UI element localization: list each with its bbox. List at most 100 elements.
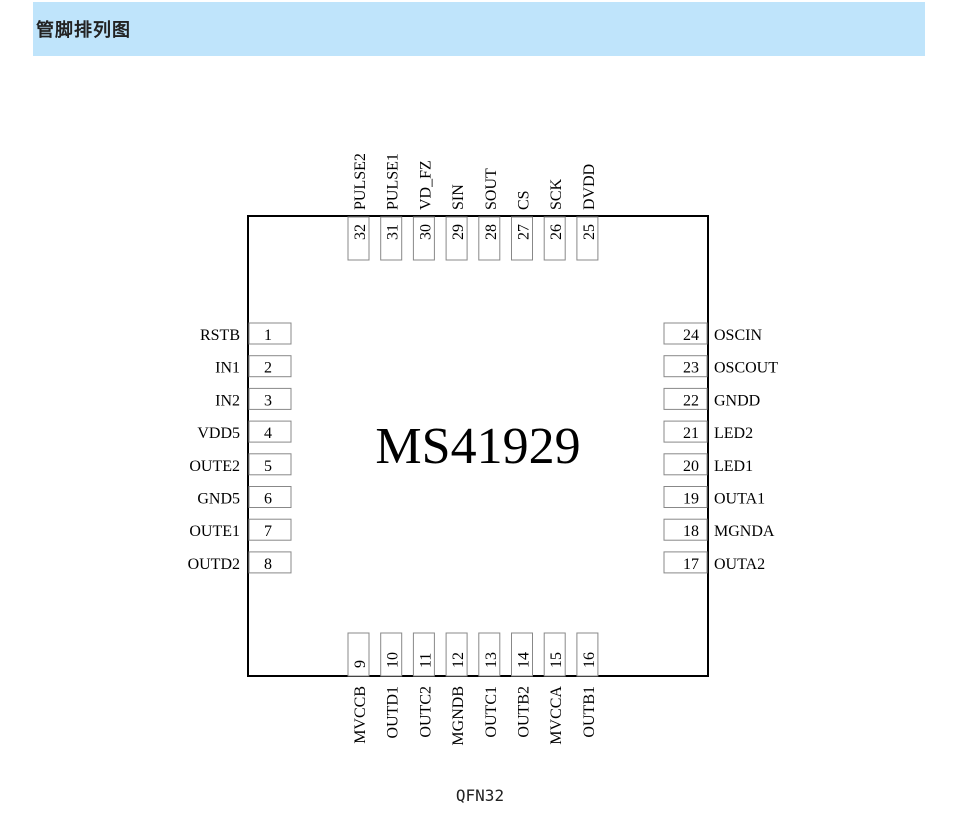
pin-14-label: OUTB2 xyxy=(516,686,533,738)
section-title: 管脚排列图 xyxy=(36,20,131,41)
pin-25-pad xyxy=(576,216,599,261)
pin-17-pad xyxy=(663,551,708,574)
pin-32-number: 32 xyxy=(352,224,369,240)
pin-4-pad xyxy=(248,420,292,443)
pin-2-number: 2 xyxy=(264,360,272,377)
pin-16-number: 16 xyxy=(581,652,598,668)
pin-12-label: MGNDB xyxy=(450,686,467,746)
pin-22-number: 22 xyxy=(683,392,699,409)
pin-19-pad xyxy=(663,486,708,508)
pin-30-number: 30 xyxy=(417,224,434,240)
pin-25-number: 25 xyxy=(581,224,598,240)
pin-26-label: SCK xyxy=(548,178,565,210)
pin-10-pad xyxy=(380,632,403,677)
pin-10-number: 10 xyxy=(385,652,402,668)
pin-6-pad xyxy=(248,486,292,508)
pin-12-pad xyxy=(445,632,468,677)
pin-11-pad xyxy=(412,632,435,677)
pin-20-pad xyxy=(663,453,708,476)
pin-1-label: RSTB xyxy=(200,327,240,344)
pin-24-pad xyxy=(663,322,708,345)
pin-16-pad xyxy=(576,632,599,677)
section-header: 管脚排列图 xyxy=(33,2,925,56)
pin-23-number: 23 xyxy=(683,360,699,377)
pin-17-label: OUTA2 xyxy=(714,556,765,573)
pin-13-number: 13 xyxy=(483,652,500,668)
pin-14-number: 14 xyxy=(516,652,533,668)
pin-8-pad xyxy=(248,551,292,574)
pin-27-pad xyxy=(511,216,533,261)
pin-31-pad xyxy=(380,216,403,261)
pin-31-number: 31 xyxy=(385,224,402,240)
pin-27-label: CS xyxy=(516,190,533,210)
pin-5-number: 5 xyxy=(264,458,272,475)
pin-9-number: 9 xyxy=(352,660,369,668)
pin-13-label: OUTC1 xyxy=(483,686,500,738)
pin-25-label: DVDD xyxy=(581,164,598,210)
pin-3-number: 3 xyxy=(264,392,272,409)
pin-7-number: 7 xyxy=(264,523,272,540)
pin-2-label: IN1 xyxy=(215,360,240,377)
pin-28-label: SOUT xyxy=(483,168,500,210)
pin-13-pad xyxy=(478,632,501,677)
pin-4-number: 4 xyxy=(264,425,272,442)
pin-6-number: 6 xyxy=(264,491,272,508)
pin-7-label: OUTE1 xyxy=(189,523,240,540)
pin-30-pad xyxy=(412,216,435,261)
pin-6-label: GND5 xyxy=(197,491,240,508)
pin-5-pad xyxy=(248,453,292,476)
pin-19-label: OUTA1 xyxy=(714,491,765,508)
pin-23-pad xyxy=(663,355,708,378)
pin-18-number: 18 xyxy=(683,523,699,540)
pin-1-number: 1 xyxy=(264,327,272,344)
pin-2-pad xyxy=(248,355,292,378)
pin-7-pad xyxy=(248,518,292,541)
pin-16-label: OUTB1 xyxy=(581,686,598,738)
pin-18-pad xyxy=(663,518,708,541)
pin-11-number: 11 xyxy=(417,653,434,668)
pin-29-pad xyxy=(445,216,468,261)
pin-24-number: 24 xyxy=(683,327,699,344)
pin-3-label: IN2 xyxy=(215,392,240,409)
package-label: QFN32 xyxy=(455,786,505,805)
pin-24-label: OSCIN xyxy=(714,327,762,344)
pin-4-label: VDD5 xyxy=(197,425,240,442)
pin-8-label: OUTD2 xyxy=(188,556,240,573)
pin-21-label: LED2 xyxy=(714,425,753,442)
chip-name: MS41929 xyxy=(375,418,580,475)
pin-23-label: OSCOUT xyxy=(714,360,778,377)
pin-15-pad xyxy=(543,632,566,677)
pin-15-number: 15 xyxy=(548,652,565,668)
pin-15-label: MVCCA xyxy=(548,686,565,745)
pin-28-number: 28 xyxy=(483,224,500,240)
pin-20-number: 20 xyxy=(683,458,699,475)
pin-1-pad xyxy=(248,322,292,345)
pin-27-number: 27 xyxy=(516,224,533,240)
pin-14-pad xyxy=(511,632,533,677)
pin-26-number: 26 xyxy=(548,224,565,240)
pin-29-number: 29 xyxy=(450,224,467,240)
pin-28-pad xyxy=(478,216,501,261)
pin-31-label: PULSE1 xyxy=(385,153,402,210)
pin-5-label: OUTE2 xyxy=(189,458,240,475)
pin-21-number: 21 xyxy=(683,425,699,442)
pin-9-pad xyxy=(347,632,370,677)
pin-18-label: MGNDA xyxy=(714,523,775,540)
pin-8-number: 8 xyxy=(264,556,272,573)
pin-26-pad xyxy=(543,216,566,261)
pin-20-label: LED1 xyxy=(714,458,753,475)
pin-9-label: MVCCB xyxy=(352,686,369,744)
pin-32-label: PULSE2 xyxy=(352,153,369,210)
pin-12-number: 12 xyxy=(450,652,467,668)
pin-21-pad xyxy=(663,420,708,443)
pin-11-label: OUTC2 xyxy=(417,686,434,738)
pin-19-number: 19 xyxy=(683,491,699,508)
pin-32-pad xyxy=(347,216,370,261)
pin-22-pad xyxy=(663,387,708,410)
pin-17-number: 17 xyxy=(683,556,699,573)
pin-3-pad xyxy=(248,387,292,410)
pin-10-label: OUTD1 xyxy=(385,686,402,738)
chip-body xyxy=(247,215,709,677)
pin-30-label: VD_FZ xyxy=(417,160,434,210)
